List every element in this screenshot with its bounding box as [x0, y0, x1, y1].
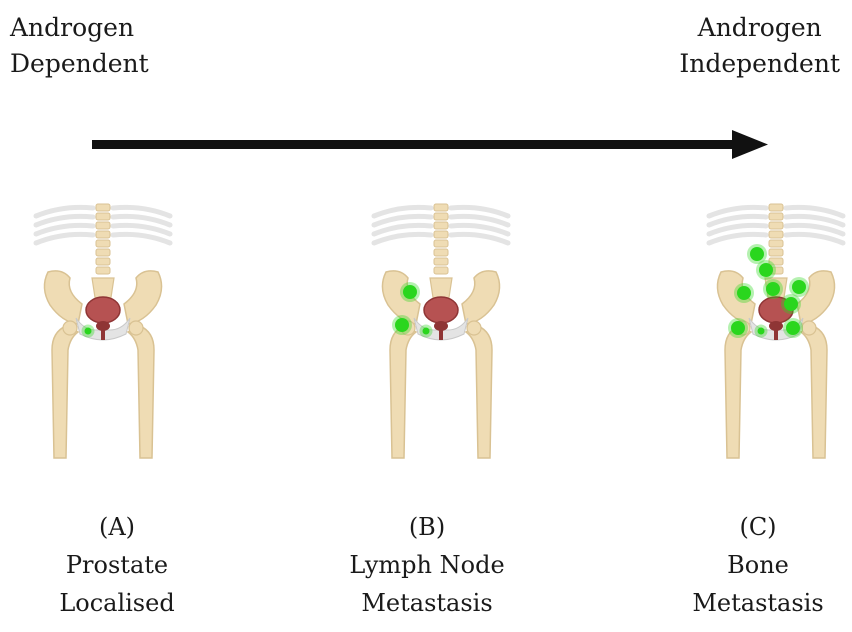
stage-b-title: Lymph Node: [312, 546, 542, 584]
stage-b-subtitle: Metastasis: [312, 584, 542, 622]
stage-c-skeleton: [691, 200, 852, 462]
metastasis-dot-core: [759, 263, 773, 277]
stage-c-caption: (C) Bone Metastasis: [643, 508, 852, 622]
end-label-line-2: Independent: [679, 46, 840, 82]
metastasis-dot-core: [766, 282, 780, 296]
start-label-line-2: Dependent: [10, 46, 149, 82]
stage-c-letter: (C): [643, 508, 852, 546]
metastasis-dot-core: [403, 285, 417, 299]
metastasis-dot-core: [792, 280, 806, 294]
stage-a-subtitle: Localised: [2, 584, 232, 622]
metastasis-dot-core: [395, 318, 409, 332]
stage-a-letter: (A): [2, 508, 232, 546]
metastasis-dot-core: [85, 328, 92, 335]
metastasis-dot-core: [784, 297, 798, 311]
progression-arrow-icon: [92, 128, 772, 162]
stage-b-caption: (B) Lymph Node Metastasis: [312, 508, 542, 622]
start-label-line-1: Androgen: [10, 10, 149, 46]
metastasis-dot-core: [758, 328, 765, 335]
stage-c-subtitle: Metastasis: [643, 584, 852, 622]
metastasis-dot-core: [786, 321, 800, 335]
stage-b-skeleton: [356, 200, 526, 462]
metastasis-dot-core: [731, 321, 745, 335]
metastasis-dot-core: [737, 286, 751, 300]
androgen-dependent-label: Androgen Dependent: [10, 10, 149, 82]
end-label-line-1: Androgen: [679, 10, 840, 46]
stage-b-letter: (B): [312, 508, 542, 546]
stage-c-title: Bone: [643, 546, 852, 584]
stage-a-caption: (A) Prostate Localised: [2, 508, 232, 622]
stage-a-skeleton: [18, 200, 188, 462]
metastasis-dot-core: [423, 328, 430, 335]
androgen-independent-label: Androgen Independent: [679, 10, 840, 82]
metastasis-dot-core: [750, 247, 764, 261]
stage-a-title: Prostate: [2, 546, 232, 584]
